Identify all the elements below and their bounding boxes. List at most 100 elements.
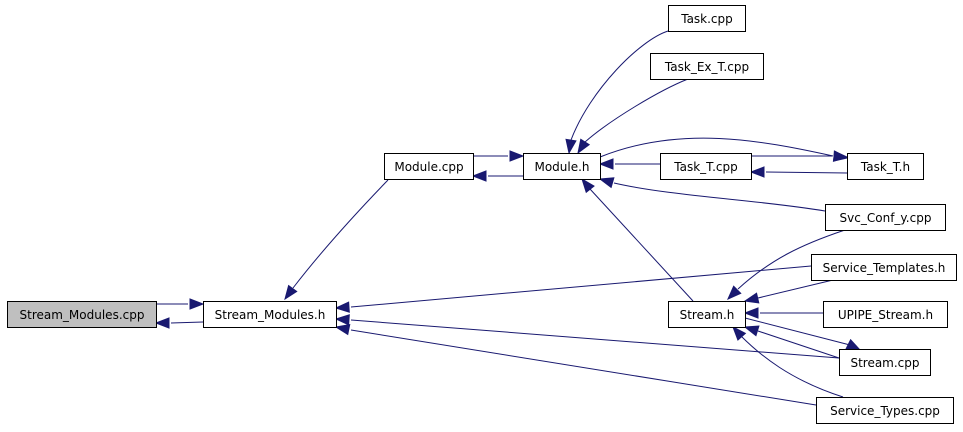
edge-module_cpp-to-module_h xyxy=(473,150,525,162)
edge-task_t_cpp-to-task_t_h xyxy=(751,150,849,162)
edge-task_cpp-to-module_h xyxy=(565,30,669,155)
arrowhead-icon xyxy=(189,298,205,310)
node-box xyxy=(650,53,764,80)
edge-line xyxy=(744,317,851,346)
node-label: Task_T.h xyxy=(860,160,910,174)
edge-stream_modules_cpp-to-stream_modules_h xyxy=(156,298,205,310)
edge-service_types_cpp-to-stream_h xyxy=(732,325,844,398)
node-label: Stream.h xyxy=(680,308,735,322)
edge-line xyxy=(292,179,389,289)
arrowhead-icon xyxy=(509,150,525,162)
node-label: Stream.cpp xyxy=(850,356,919,370)
edge-line xyxy=(170,321,204,324)
node-task-t-cpp[interactable]: Task_T.cpp xyxy=(660,153,752,180)
arrowhead-icon xyxy=(581,177,595,194)
node-box xyxy=(203,301,337,328)
arrowhead-icon xyxy=(743,325,760,337)
edge-service_templates_h-to-stream_h xyxy=(743,279,834,304)
arrowhead-icon xyxy=(743,307,759,319)
node-label: Task_T.cpp xyxy=(673,160,737,174)
edge-task_ex_t_cpp-to-module_h xyxy=(577,78,689,155)
edge-task_t_cpp-to-module_h xyxy=(598,158,660,170)
node-stream-cpp[interactable]: Stream.cpp xyxy=(839,349,931,376)
node-label: Service_Types.cpp xyxy=(830,404,940,418)
edge-module_cpp-to-stream_modules_h xyxy=(284,179,389,301)
node-box xyxy=(839,349,931,376)
node-module-cpp[interactable]: Module.cpp xyxy=(384,153,474,180)
node-box xyxy=(668,5,746,32)
node-box xyxy=(7,301,157,328)
edge-module_h-to-module_cpp xyxy=(471,170,523,182)
arrowhead-icon xyxy=(749,166,765,178)
edge-svc_conf_y_cpp-to-module_h xyxy=(598,177,826,212)
nodes-layer: Stream_Modules.cpp Stream_Modules.h Module… xyxy=(7,5,957,424)
edge-line xyxy=(350,265,812,308)
arrowhead-icon xyxy=(732,325,747,341)
edge-stream_cpp-to-stream_modules_h xyxy=(334,314,840,359)
node-service-types-cpp[interactable]: Service_Types.cpp xyxy=(816,397,954,424)
arrowhead-icon xyxy=(334,301,350,313)
node-box xyxy=(816,397,954,424)
edge-line xyxy=(350,319,840,359)
edge-line xyxy=(570,30,669,141)
arrowhead-icon xyxy=(565,138,577,155)
node-label: Task_Ex_T.cpp xyxy=(664,60,749,74)
arrowhead-icon xyxy=(598,158,614,170)
node-box xyxy=(523,153,601,180)
node-label: Service_Templates.h xyxy=(823,261,946,275)
node-label: UPIPE_Stream.h xyxy=(838,308,933,322)
node-box xyxy=(660,153,752,180)
edge-line xyxy=(737,229,846,290)
edge-service_types_cpp-to-stream_modules_h xyxy=(334,324,817,406)
arrowhead-icon xyxy=(577,138,591,155)
node-box xyxy=(668,301,746,328)
arrowhead-icon xyxy=(845,338,862,351)
edge-line xyxy=(740,335,844,398)
edges-layer xyxy=(154,30,862,406)
arrowhead-icon xyxy=(833,150,849,162)
node-label: Svc_Conf_y.cpp xyxy=(840,211,932,225)
edge-line xyxy=(350,329,817,406)
arrowhead-icon xyxy=(154,317,170,329)
arrowhead-icon xyxy=(598,177,615,189)
arrowhead-icon xyxy=(727,285,742,300)
arrowhead-icon xyxy=(743,292,760,304)
edge-line xyxy=(613,182,826,212)
edge-line xyxy=(584,78,689,143)
node-label: Stream_Modules.cpp xyxy=(20,308,145,322)
node-task-ex-t-cpp[interactable]: Task_Ex_T.cpp xyxy=(650,53,764,80)
node-stream-h[interactable]: Stream.h xyxy=(668,301,746,328)
node-label: Stream_Modules.h xyxy=(215,308,326,322)
node-module-h[interactable]: Module.h xyxy=(523,153,601,180)
edge-service_templates_h-to-stream_modules_h xyxy=(334,265,812,313)
node-label: Module.cpp xyxy=(394,160,463,174)
node-service-templates-h[interactable]: Service_Templates.h xyxy=(811,254,957,281)
edge-task_t_h-to-task_t_cpp xyxy=(749,166,848,178)
edge-line xyxy=(757,279,834,299)
edge-stream_modules_h-to-stream_modules_cpp xyxy=(154,317,204,329)
node-task-cpp[interactable]: Task.cpp xyxy=(668,5,746,32)
edge-stream_h-to-module_h xyxy=(581,177,694,302)
edge-upipe_stream_h-to-stream_h xyxy=(743,307,823,319)
node-box xyxy=(825,204,946,231)
node-task-t-h[interactable]: Task_T.h xyxy=(847,153,924,180)
node-box xyxy=(847,153,924,180)
edge-line xyxy=(765,171,848,174)
node-label: Module.h xyxy=(534,160,589,174)
edge-line xyxy=(757,330,840,359)
node-box xyxy=(823,301,948,328)
edge-line xyxy=(599,137,834,158)
node-svc-conf-y-cpp[interactable]: Svc_Conf_y.cpp xyxy=(825,204,946,231)
arrowhead-icon xyxy=(334,324,351,336)
node-upipe-stream-h[interactable]: UPIPE_Stream.h xyxy=(823,301,948,328)
arrowhead-icon xyxy=(471,170,487,182)
node-stream-modules-cpp[interactable]: Stream_Modules.cpp xyxy=(7,301,157,328)
node-label: Task.cpp xyxy=(680,12,733,26)
edge-line xyxy=(589,188,694,302)
node-box xyxy=(811,254,957,281)
node-box xyxy=(384,153,474,180)
edge-svc_conf_y_cpp-to-stream_h xyxy=(727,229,846,300)
node-stream-modules-h[interactable]: Stream_Modules.h xyxy=(203,301,337,328)
arrowhead-icon xyxy=(284,284,298,301)
